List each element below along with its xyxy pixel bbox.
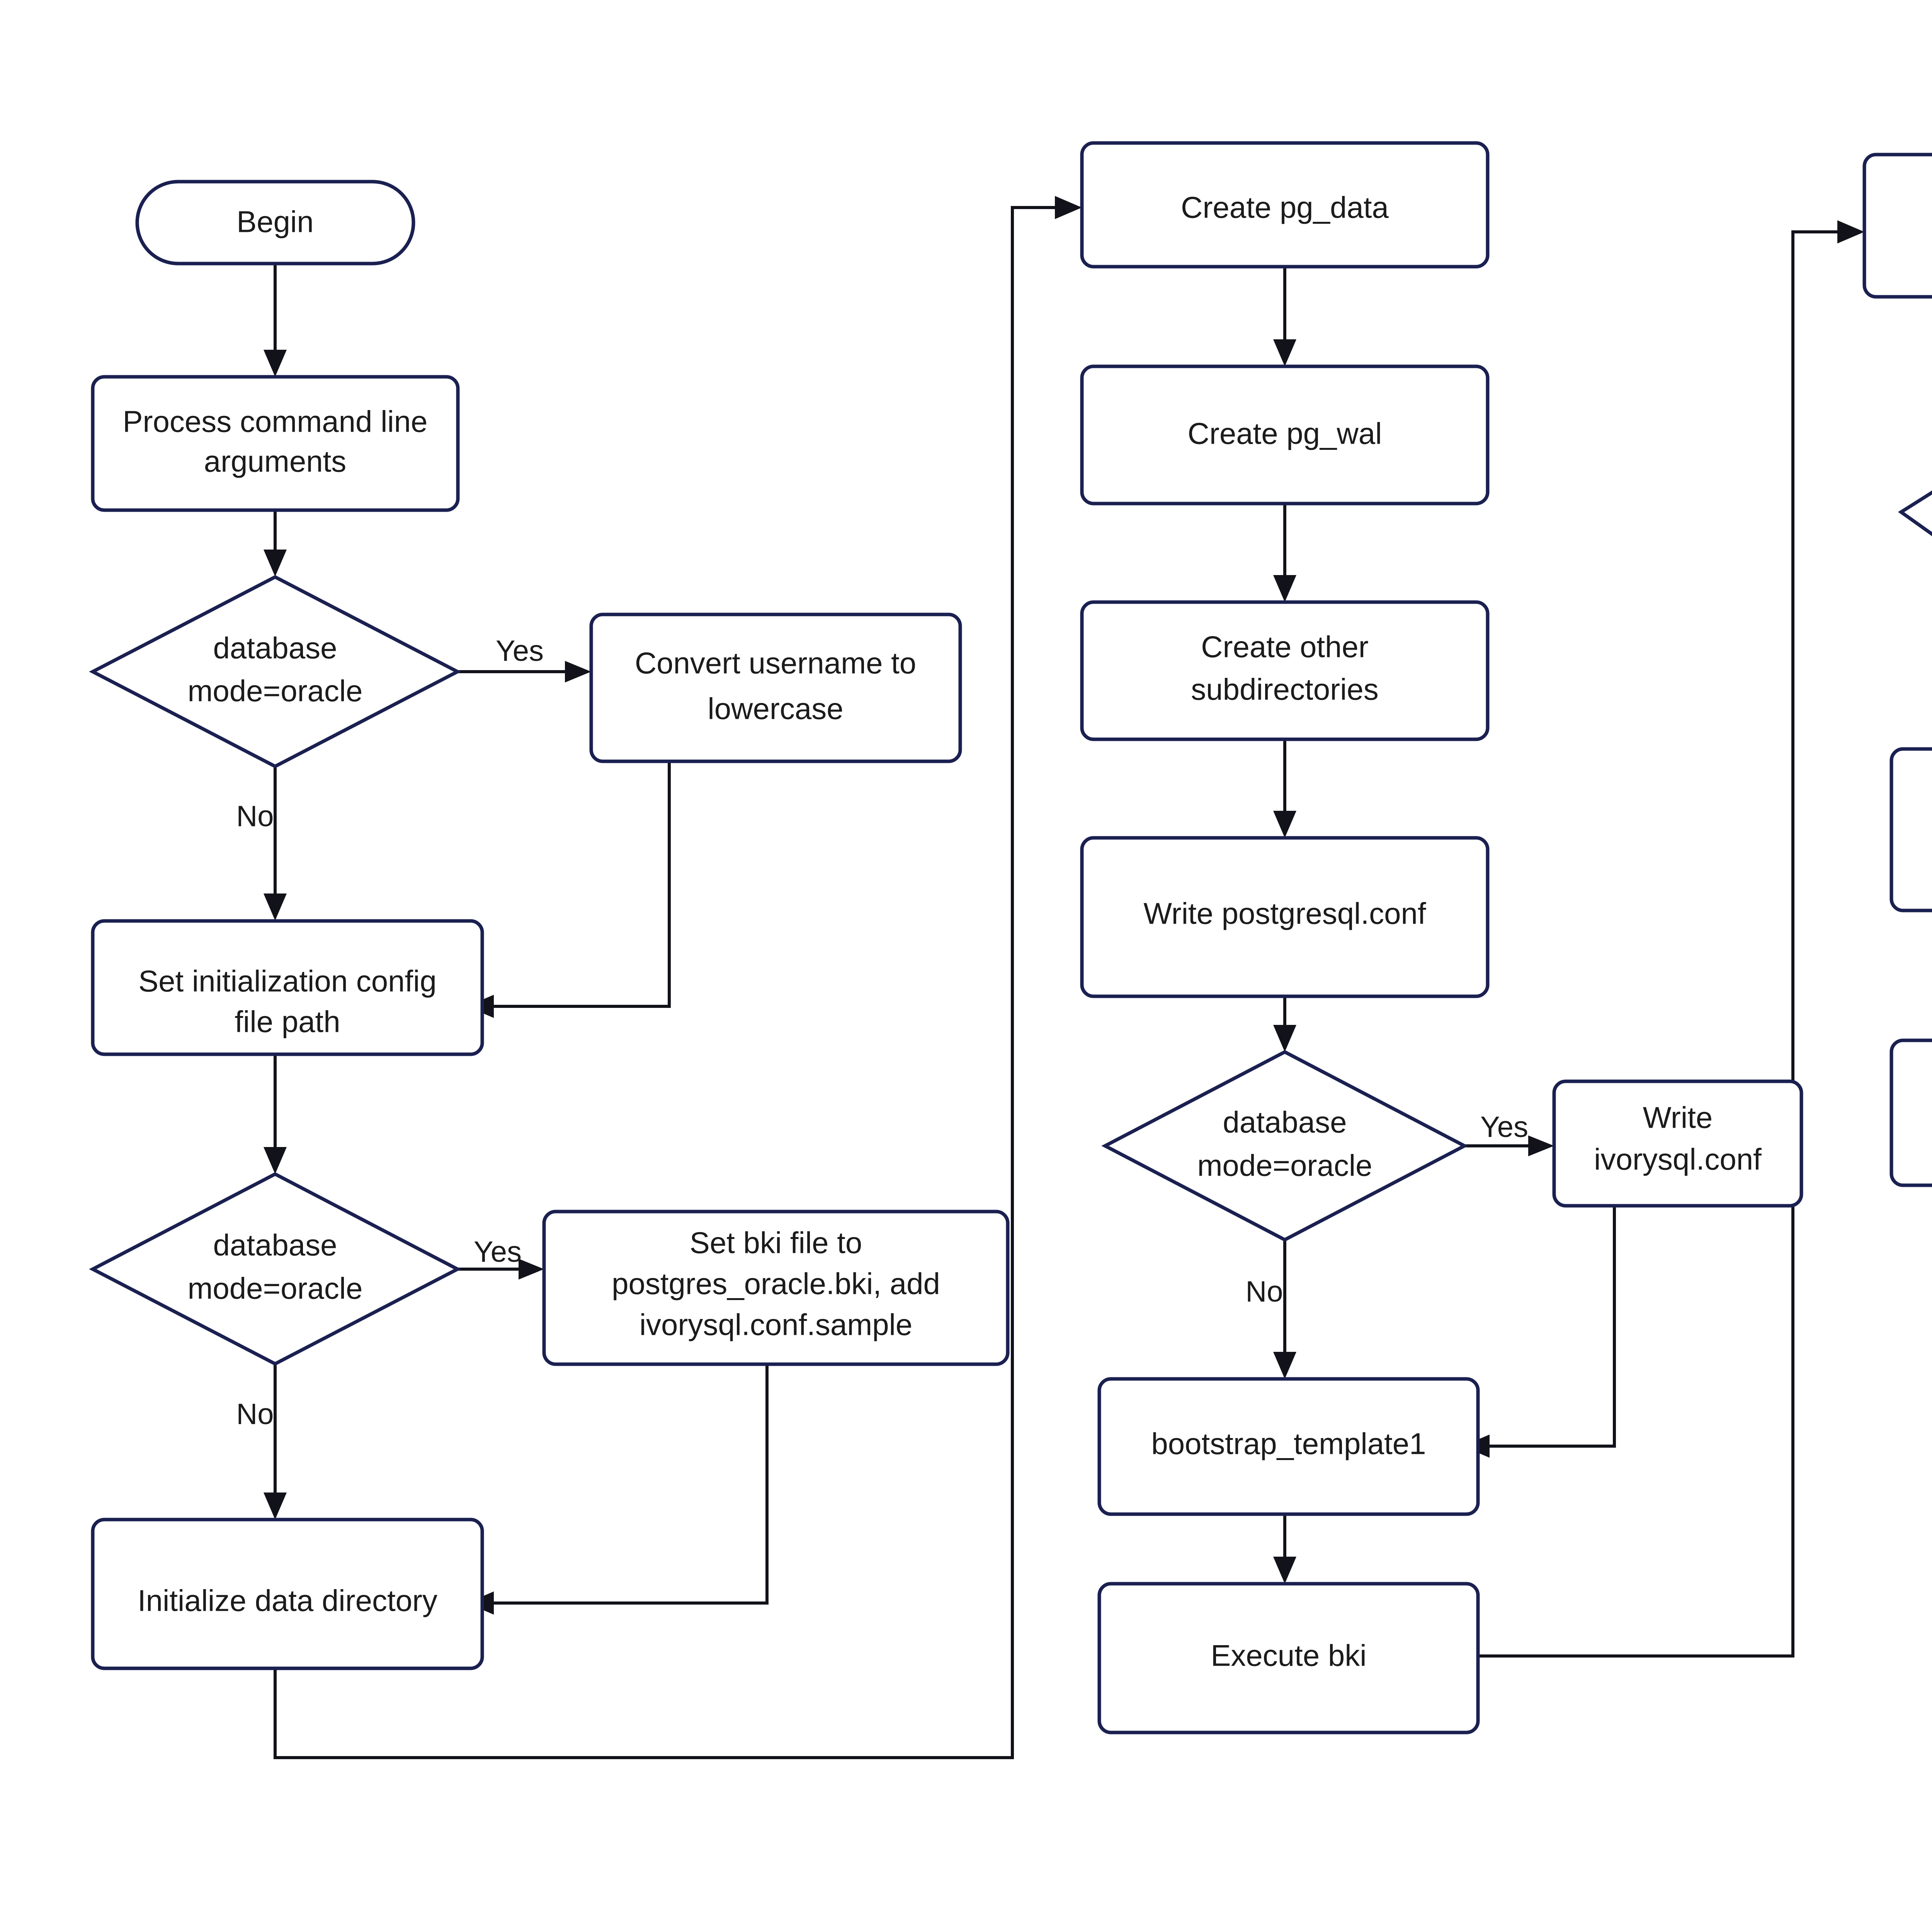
node-decision-mode-4[interactable]: database mode=oracle Yes No [1898,397,1932,706]
edge-decision1-no-to-set-config-path [264,767,287,921]
node-init-data-dir[interactable]: Initialize data directory [91,1518,484,1670]
edge-bootstrap-template1-to-execute-bki [1273,1514,1296,1584]
node-create-other-line-1: subdirectories [1191,672,1379,706]
node-create-other-line-0: Create other [1201,630,1369,664]
node-decision-1-line-0: database [213,631,337,665]
edge-process-args-to-decision1 [264,509,287,577]
node-set-config-path[interactable]: Set initialization config file path [91,919,484,1056]
edge-label-yes-1: Yes [496,635,544,667]
node-decision-3-line-1: mode=oracle [1197,1149,1372,1183]
node-process-args-line-0: Process command line [123,405,428,439]
edge-create-pg-wal-to-create-other [1273,503,1296,602]
node-set-bki-file[interactable]: Set bki file to postgres_oracle.bki, add… [542,1210,1010,1366]
node-convert-username[interactable]: Convert username to lowercase [589,613,962,763]
node-decision-2-line-1: mode=oracle [187,1271,362,1305]
node-decision-mode-2[interactable]: database mode=oracle Yes No [89,1172,522,1431]
node-write-ivoryconf-line-0: Write [1643,1101,1713,1135]
node-set-config-path-line-0: Set initialization config [138,964,437,998]
node-print-completion[interactable]: Print completion message [1889,1038,1932,1187]
edge-decision3-yes-to-write-ivoryconf [1464,1135,1554,1156]
node-write-ivoryconf[interactable]: Write ivorysql.conf [1552,1079,1803,1208]
edge-label-yes-3: Yes [1480,1111,1528,1144]
node-write-pgconf-line-0: Write postgresql.conf [1143,897,1426,931]
edge-create-other-to-write-pgconf [1273,739,1296,838]
node-set-bki-file-line-2: ivorysql.conf.sample [639,1308,913,1342]
node-convert-username-line-0: Convert username to [635,646,916,680]
node-write-pgconf[interactable]: Write postgresql.conf [1080,836,1490,998]
edge-label-no-2: No [236,1398,274,1431]
node-write-ivoryconf-line-1: ivorysql.conf [1594,1142,1762,1176]
edge-write-pgconf-to-decision3 [1273,996,1296,1052]
edge-init-data-dir-to-create-pg-data [274,196,1082,1759]
node-bootstrap-template1[interactable]: bootstrap_template1 [1097,1377,1480,1516]
edge-label-no-3: No [1245,1275,1283,1308]
node-bootstrap-template1-line-0: bootstrap_template1 [1151,1427,1426,1461]
node-create-pg-wal[interactable]: Create pg_wal [1080,364,1490,505]
node-create-pg-data-line-0: Create pg_data [1181,191,1389,225]
node-decision-3-line-0: database [1223,1105,1347,1139]
edge-convert-username-to-set-config-path [467,761,671,1018]
node-process-args-line-1: arguments [204,444,347,478]
node-decision-2-line-0: database [213,1228,337,1262]
edge-set-config-path-to-decision2 [264,1054,287,1174]
node-set-bki-file-line-1: postgres_oracle.bki, add [612,1267,940,1301]
node-execute-bki[interactable]: Execute bki [1097,1582,1480,1734]
node-create-other[interactable]: Create other subdirectories [1080,600,1490,741]
edge-label-no-1: No [236,800,274,833]
edge-create-pg-data-to-create-pg-wal [1273,267,1296,366]
edge-write-ivoryconf-to-bootstrap-template1 [1463,1206,1616,1458]
node-convert-username-line-1: lowercase [707,692,843,726]
node-create-pg-data[interactable]: Create pg_data [1080,141,1490,269]
node-init-data-dir-line-0: Initialize data directory [138,1584,437,1618]
node-execute-bki-line-0: Execute bki [1211,1639,1366,1673]
edge-begin-to-process-args [264,264,287,377]
node-begin-line-0: Begin [236,205,314,239]
node-init-db-objects[interactable]: Initialize database objects [1862,153,1932,299]
edge-label-yes-2: Yes [474,1236,522,1268]
node-decision-1-line-1: mode=oracle [187,674,362,708]
node-set-config-path-line-1: file path [235,1005,340,1039]
node-process-args[interactable]: Process command line arguments [91,375,460,512]
node-set-bki-file-line-0: Set bki file to [690,1226,862,1260]
node-decision-mode-1[interactable]: database mode=oracle Yes No [89,575,544,833]
node-decision-mode-3[interactable]: database mode=oracle Yes No [1101,1050,1528,1308]
edge-decision2-no-to-init-data-dir [264,1364,287,1520]
node-begin[interactable]: Begin [135,180,415,265]
edge-decision3-no-to-bootstrap-template1 [1273,1241,1296,1379]
edge-execute-bki-to-init-db-objects [1464,220,1864,1658]
edge-set-bki-file-to-init-data-dir [467,1363,769,1615]
node-create-pg-wal-line-0: Create pg_wal [1188,417,1382,451]
node-load-templates[interactable]: Load template0, postgres, ivorysql datab… [1889,747,1932,912]
